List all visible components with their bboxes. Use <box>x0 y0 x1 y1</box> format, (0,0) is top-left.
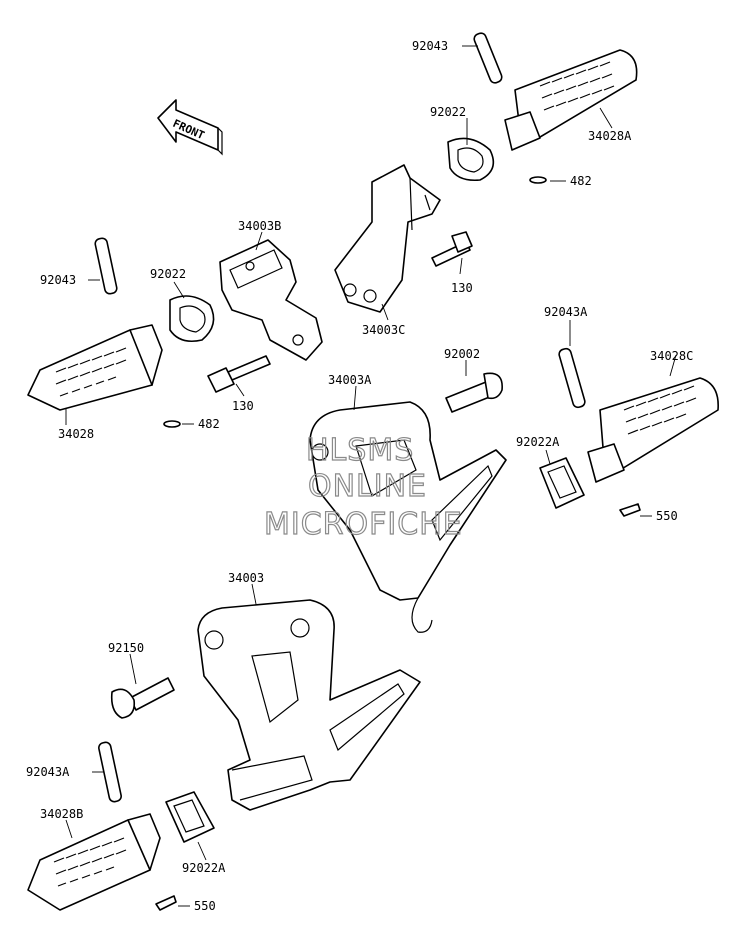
label-92022A-bottom: 92022A <box>182 861 226 875</box>
label-482-top: 482 <box>570 174 592 188</box>
label-34003: 34003 <box>228 571 264 585</box>
pin-92043-left <box>94 237 118 295</box>
bracket-34003B <box>219 239 323 361</box>
label-550-bottom: 550 <box>194 899 216 913</box>
bracket-34003 <box>197 599 421 811</box>
label-34028C: 34028C <box>650 349 693 363</box>
label-92043A-bottom: 92043A <box>26 765 70 779</box>
label-34028: 34028 <box>58 427 94 441</box>
watermark-line-1: HLSMS <box>306 433 414 468</box>
label-92150: 92150 <box>108 641 144 655</box>
label-92022-left: 92022 <box>150 267 186 281</box>
bolt-130-left <box>207 355 271 393</box>
label-92002: 92002 <box>444 347 480 361</box>
label-92043-left: 92043 <box>40 273 76 287</box>
washer-92022A-bottom <box>165 791 215 843</box>
footpeg-34028A <box>473 32 638 184</box>
front-arrow-icon: FRONT <box>157 99 223 156</box>
watermark-line-3: MICROFICHE <box>264 507 463 542</box>
bolt-92150 <box>110 677 175 719</box>
footpeg-34028 <box>27 324 181 428</box>
washer-92022-left <box>169 295 215 343</box>
watermark-line-2: ONLINE <box>308 469 427 504</box>
label-34003A: 34003A <box>328 373 372 387</box>
label-92022A-right: 92022A <box>516 435 560 449</box>
label-130-left: 130 <box>232 399 254 413</box>
bolt-130-top <box>431 231 473 267</box>
part-labels: 92043 92022 34028A 482 34003B 92043 9202… <box>26 39 693 913</box>
label-34028A: 34028A <box>588 129 632 143</box>
label-34028B: 34028B <box>40 807 83 821</box>
washer-92022-top <box>447 137 495 182</box>
footpeg-34028B <box>27 813 177 911</box>
watermark: HLSMS ONLINE MICROFICHE <box>263 432 463 542</box>
leader-lines <box>65 45 677 907</box>
pin-92043A-right <box>558 347 586 409</box>
label-92043A-right: 92043A <box>544 305 588 319</box>
bracket-34003A <box>309 401 507 633</box>
label-130-top: 130 <box>451 281 473 295</box>
label-92022-top: 92022 <box>430 105 466 119</box>
bracket-34003C <box>334 164 441 313</box>
pin-92043A-bottom <box>98 741 122 803</box>
label-34003C: 34003C <box>362 323 405 337</box>
bolt-92002 <box>445 372 503 413</box>
label-92043-top: 92043 <box>412 39 448 53</box>
label-34003B: 34003B <box>238 219 281 233</box>
label-550-right: 550 <box>656 509 678 523</box>
washer-92022A-right <box>539 457 585 509</box>
label-482-left: 482 <box>198 417 220 431</box>
footpeg-34028C <box>587 377 719 517</box>
